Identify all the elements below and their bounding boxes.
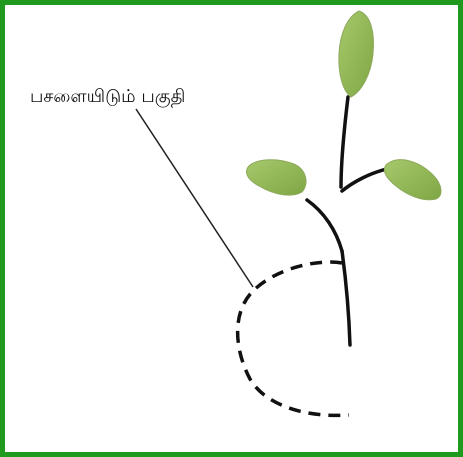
right-leaf	[384, 160, 441, 200]
left-leaf	[246, 160, 305, 195]
right-branch-stem	[342, 169, 387, 191]
plant-diagram: பசளையிடும் பகுதி	[5, 5, 458, 452]
pointer-line	[136, 109, 253, 287]
main-stem	[342, 251, 350, 345]
left-branch-stem	[307, 200, 342, 251]
upper-stem	[341, 97, 348, 187]
fertilizer-zone-label: பசளையிடும் பகுதி	[30, 86, 185, 108]
fertilizer-zone-curve	[238, 262, 349, 415]
top-leaf	[339, 11, 374, 97]
